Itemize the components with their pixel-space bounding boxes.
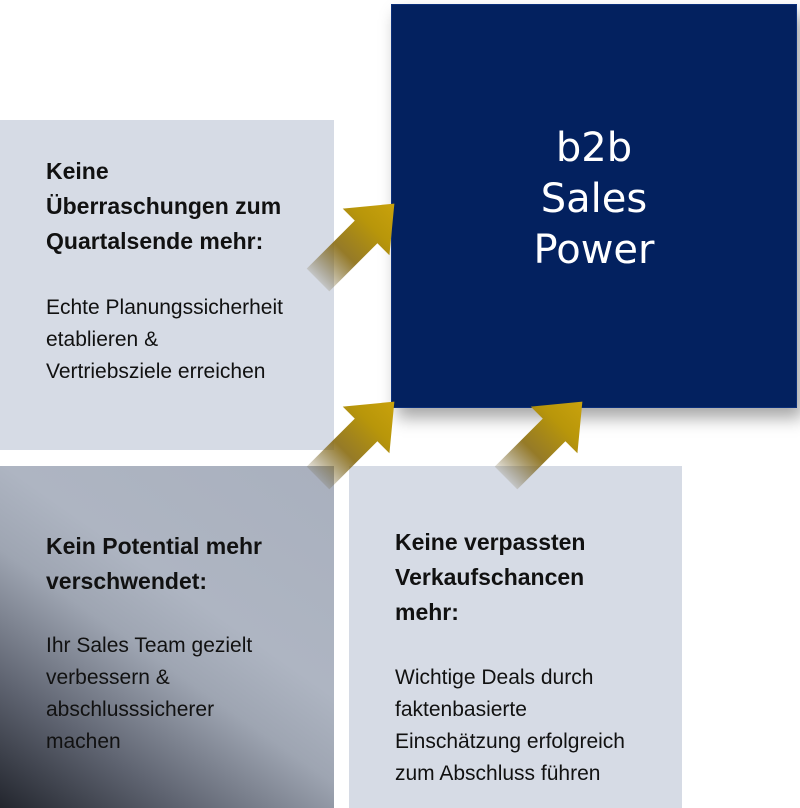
panel-planning-body: Echte Planungssicherheit etablieren & Ve… bbox=[46, 292, 283, 388]
heading-line: Überraschungen zum bbox=[46, 193, 282, 219]
heading-line: Keine bbox=[46, 158, 109, 184]
panel-potential: Kein Potential mehr verschwendet: Ihr Sa… bbox=[0, 466, 334, 808]
body-line: etablieren & bbox=[46, 328, 159, 351]
panel-planning-heading: Keine Überraschungen zum Quartalsende me… bbox=[46, 154, 281, 259]
brand-line: Power bbox=[533, 227, 655, 273]
brand-box: b2b Sales Power bbox=[391, 4, 797, 408]
heading-line: verschwendet: bbox=[46, 568, 208, 594]
panel-sales-chances-body: Wichtige Deals durch faktenbasierte Eins… bbox=[395, 662, 625, 790]
body-line: faktenbasierte bbox=[395, 698, 527, 721]
heading-line: mehr: bbox=[395, 599, 459, 625]
body-line: Echte Planungssicherheit bbox=[46, 296, 283, 319]
body-line: Ihr Sales Team gezielt bbox=[46, 634, 253, 657]
heading-line: Quartalsende mehr: bbox=[46, 228, 264, 254]
body-line: verbessern & bbox=[46, 666, 170, 689]
body-line: zum Abschluss führen bbox=[395, 762, 601, 785]
brand-line: Sales bbox=[540, 176, 648, 222]
panel-sales-chances: Keine verpassten Verkaufschancen mehr: W… bbox=[349, 466, 682, 808]
panel-sales-chances-heading: Keine verpassten Verkaufschancen mehr: bbox=[395, 525, 585, 630]
heading-line: Verkaufschancen bbox=[395, 564, 585, 590]
body-line: machen bbox=[46, 730, 121, 753]
body-line: Vertriebsziele erreichen bbox=[46, 360, 266, 383]
heading-line: Kein Potential mehr bbox=[46, 533, 262, 559]
brand-line: b2b bbox=[555, 125, 633, 171]
heading-line: Keine verpassten bbox=[395, 529, 586, 555]
panel-planning: Keine Überraschungen zum Quartalsende me… bbox=[0, 120, 334, 450]
panel-potential-heading: Kein Potential mehr verschwendet: bbox=[46, 529, 262, 599]
body-line: Wichtige Deals durch bbox=[395, 666, 594, 689]
body-line: Einschätzung erfolgreich bbox=[395, 730, 625, 753]
body-line: abschlusssicherer bbox=[46, 698, 215, 721]
panel-potential-body: Ihr Sales Team gezielt verbessern & absc… bbox=[46, 630, 252, 758]
